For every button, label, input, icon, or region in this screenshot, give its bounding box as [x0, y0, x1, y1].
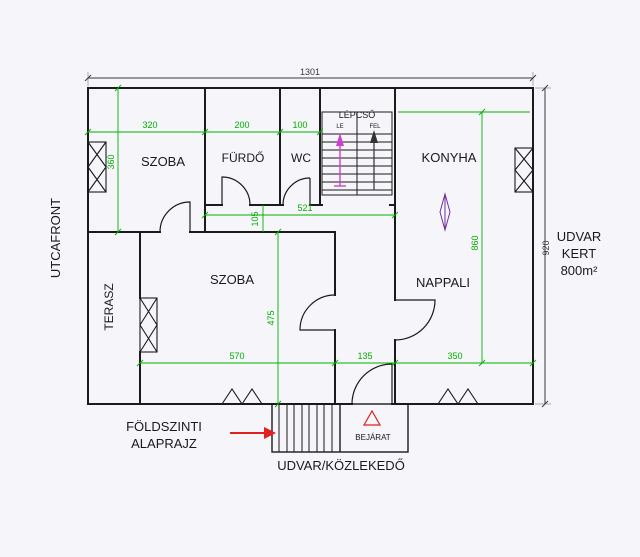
- dim-hall-width: 521: [297, 203, 312, 213]
- dim-szoba-main-width: 570: [229, 351, 244, 361]
- walkway-label: UDVAR/KÖZLEKEDŐ: [277, 458, 405, 473]
- stair-up-arrow-magenta-icon: [334, 133, 346, 187]
- yard-label-line3: 800m²: [561, 263, 599, 278]
- dim-hall-depth: 105: [250, 211, 260, 226]
- door-wc-icon: [282, 177, 311, 206]
- stair-up-arrow-dark-icon: [370, 130, 378, 190]
- yard-label-line2: KERT: [562, 246, 596, 261]
- yard-label-line1: UDVAR: [557, 229, 602, 244]
- dim-furdo-width: 200: [234, 120, 249, 130]
- dim-corridor-width: 135: [357, 351, 372, 361]
- dim-szoba-top-depth: 360: [106, 154, 116, 169]
- window-terasz-icon: [139, 297, 158, 353]
- room-label-lepcso-down: LE: [336, 124, 343, 130]
- room-label-szoba-top: SZOBA: [141, 154, 185, 169]
- dim-szoba-main-depth: 475: [266, 310, 276, 325]
- staircase-upper: [321, 111, 393, 196]
- overall-width-dimension: [84, 72, 537, 86]
- room-label-wc: WC: [291, 151, 311, 165]
- window-szoba-top-icon: [87, 141, 107, 193]
- window-nappali-icon: [437, 388, 479, 405]
- window-konyha-icon: [514, 147, 534, 193]
- room-label-terasz: TERASZ: [102, 283, 116, 330]
- room-label-konyha: KONYHA: [422, 150, 477, 165]
- plan-title-line1: FÖLDSZINTI: [126, 419, 202, 434]
- door-szoba-main-icon: [299, 294, 336, 331]
- dim-konyha-nappali-depth: 860: [470, 235, 480, 250]
- room-label-furdo: FÜRDŐ: [222, 150, 265, 165]
- street-front-label: UTCAFRONT: [48, 198, 63, 278]
- room-label-lepcso: LÉPCSŐ: [339, 110, 376, 120]
- door-furdo-icon: [221, 176, 251, 206]
- window-szoba-main-icon: [221, 388, 263, 405]
- plan-pointer-arrow-icon: [230, 427, 276, 439]
- green-dimensions: [84, 84, 537, 408]
- window-symbols: [87, 141, 534, 405]
- overall-depth-dimension: [535, 84, 551, 408]
- door-szoba-top-icon: [159, 201, 191, 233]
- door-nappali-icon: [394, 299, 436, 341]
- door-entrance-icon: [351, 363, 393, 405]
- plan-title-line2: ALAPRAJZ: [131, 436, 197, 451]
- dim-total-width: 1301: [300, 67, 320, 77]
- dim-total-depth: 920: [541, 240, 551, 255]
- north-arrow-symbol-icon: [439, 192, 451, 232]
- room-label-nappali: NAPPALI: [416, 275, 470, 290]
- entry-steps: [271, 403, 409, 453]
- door-symbols: [159, 176, 436, 405]
- dim-nappali-width: 350: [447, 351, 462, 361]
- room-label-lepcso-up: FEL: [369, 124, 381, 130]
- room-label-szoba-main: SZOBA: [210, 272, 254, 287]
- entrance-label: BEJÁRAT: [355, 433, 391, 442]
- entrance-triangle-icon: [362, 409, 382, 426]
- dim-szoba-top-width: 320: [142, 120, 157, 130]
- walls: [87, 87, 534, 405]
- dim-wc-width: 100: [292, 120, 307, 130]
